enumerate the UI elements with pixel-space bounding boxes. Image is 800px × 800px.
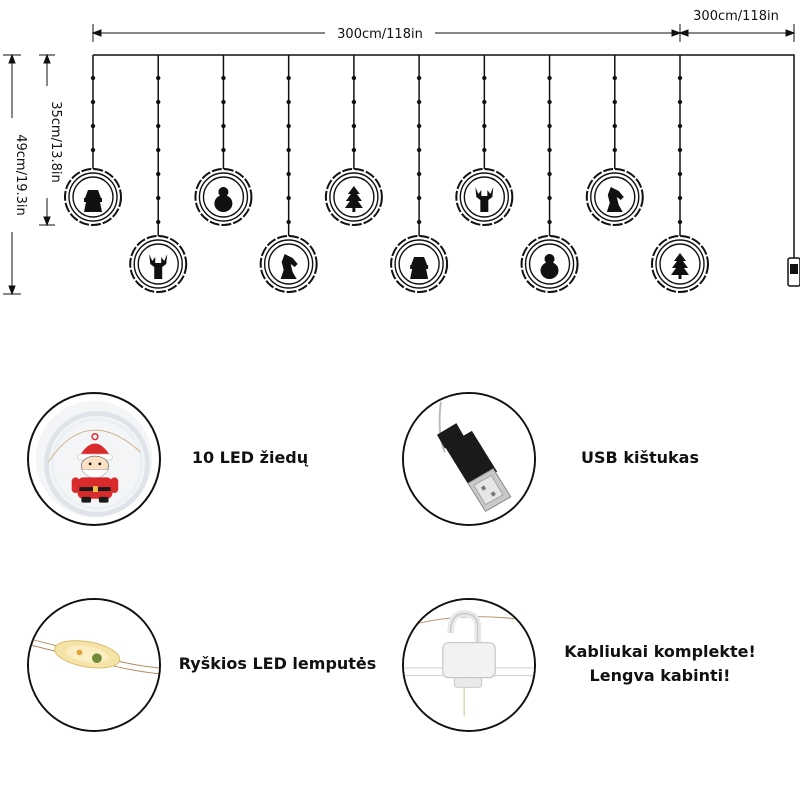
led-ring-photo	[27, 392, 161, 526]
led-bulb-dot	[547, 75, 552, 81]
led-bulb-dot	[612, 75, 617, 81]
led-bulb-dot	[286, 147, 291, 153]
led-bulb-dot	[612, 147, 617, 153]
usb-connector-icon	[787, 257, 800, 287]
curtain-light-diagram: 300cm/118in 300cm/118in 49cm/19.3in 35cm…	[3, 5, 800, 296]
feature-label-hooks: Kabliukai komplekte! Lengva kabinti!	[560, 640, 760, 688]
led-bulb-dot	[482, 99, 487, 105]
led-bulb-dot	[677, 75, 683, 81]
hook-photo	[402, 598, 536, 732]
horse-icon	[280, 254, 298, 279]
santa-icon	[410, 257, 429, 279]
led-bulb-dot	[677, 195, 683, 201]
led-bulb-dot	[156, 75, 161, 81]
led-ring-drop	[651, 55, 709, 293]
led-bulb-dot	[677, 123, 683, 129]
horse-icon	[606, 187, 624, 212]
led-bulb-dot	[221, 147, 226, 153]
feature-label-bulbs: Ryškios LED lemputės	[178, 654, 377, 673]
led-bulb-dot	[416, 195, 422, 201]
led-bulb-dot	[547, 123, 552, 129]
usb-plug-icon	[436, 423, 512, 513]
led-bulb-dot	[416, 219, 422, 225]
led-ring-drop	[455, 55, 514, 226]
led-bulb-dot	[90, 75, 96, 81]
led-ring-drop	[324, 55, 383, 226]
led-ring-drop	[390, 55, 449, 293]
led-bulb-dot	[612, 99, 617, 105]
led-bulb-dot	[286, 195, 291, 201]
feature-label-usb: USB kištukas	[581, 448, 699, 467]
led-ring-drop	[520, 55, 579, 293]
lead-width-label: 300cm/118in	[693, 9, 779, 24]
led-ring-drop	[129, 55, 188, 293]
led-bulb-dot	[677, 219, 683, 225]
santa-icon	[84, 190, 102, 212]
led-bulb-dot	[482, 75, 487, 81]
led-bulb-dot	[547, 219, 552, 225]
led-bulb-dot	[90, 147, 96, 153]
led-bulb-dot	[547, 171, 552, 177]
led-ring-drop	[194, 55, 253, 226]
led-bulb-dot	[416, 99, 422, 105]
led-bulb-dot	[286, 75, 291, 81]
hook-icon	[442, 610, 496, 717]
led-bulb-dot	[90, 123, 96, 129]
led-ring-drop	[259, 55, 318, 293]
reindeer-icon	[475, 187, 494, 212]
led-bulb-dot	[156, 147, 161, 153]
tree-icon	[344, 186, 363, 212]
led-bulb-dot	[547, 147, 552, 153]
led-bulb-dot	[156, 171, 161, 177]
led-bulb-dot	[221, 75, 226, 81]
short-drop-label: 35cm/13.8in	[48, 101, 63, 183]
feature-label-hooks-line2: Lengva kabinti!	[589, 666, 731, 685]
long-drop-label: 49cm/19.3in	[13, 134, 28, 216]
led-bulb-dot	[677, 171, 683, 177]
led-bulb-dot	[156, 123, 161, 129]
feature-label-rings: 10 LED žiedų	[191, 448, 309, 467]
led-bulb-dot	[156, 219, 161, 225]
led-bulb-dot	[286, 99, 291, 105]
led-bulb-dot	[416, 75, 422, 81]
snowman-icon	[540, 254, 559, 279]
led-bulb-dot	[677, 99, 683, 105]
led-bulb-dot	[416, 147, 422, 153]
led-bulb-dot	[286, 171, 291, 177]
led-bulb-dot	[286, 123, 291, 129]
lead-wire	[680, 54, 795, 258]
led-bulb-dot	[90, 99, 96, 105]
led-bulb-dot	[416, 123, 422, 129]
feature-label-hooks-line1: Kabliukai komplekte!	[564, 642, 756, 661]
led-bulb-dot	[156, 195, 161, 201]
led-bulb-dot	[547, 99, 552, 105]
led-bulb-dot	[351, 123, 357, 129]
led-bulb-dot	[482, 123, 487, 129]
led-bulb-dot	[612, 123, 617, 129]
led-bulb-photo	[27, 598, 161, 732]
led-bulb-dot	[221, 99, 226, 105]
snowman-icon	[214, 187, 233, 212]
led-ring-drop	[585, 55, 644, 226]
led-bulb-dot	[156, 99, 161, 105]
led-bulb-dot	[416, 171, 422, 177]
led-bulb-dot	[351, 99, 357, 105]
led-bulb-dot	[351, 75, 357, 81]
main-width-label: 300cm/118in	[337, 27, 423, 42]
reindeer-icon	[149, 254, 168, 279]
led-bulb-dot	[547, 195, 552, 201]
led-bulb-dot	[351, 147, 357, 153]
led-bulb-dot	[677, 147, 683, 153]
santa-icon	[71, 433, 119, 503]
led-bulb-dot	[286, 219, 291, 225]
tree-icon	[671, 253, 689, 279]
led-ring-drop	[64, 55, 122, 226]
led-bulb-dot	[221, 123, 226, 129]
led-bulb-icon	[54, 640, 121, 669]
usb-plug-photo	[402, 392, 536, 526]
led-bulb-dot	[482, 147, 487, 153]
lead-width-dimension	[678, 24, 796, 42]
